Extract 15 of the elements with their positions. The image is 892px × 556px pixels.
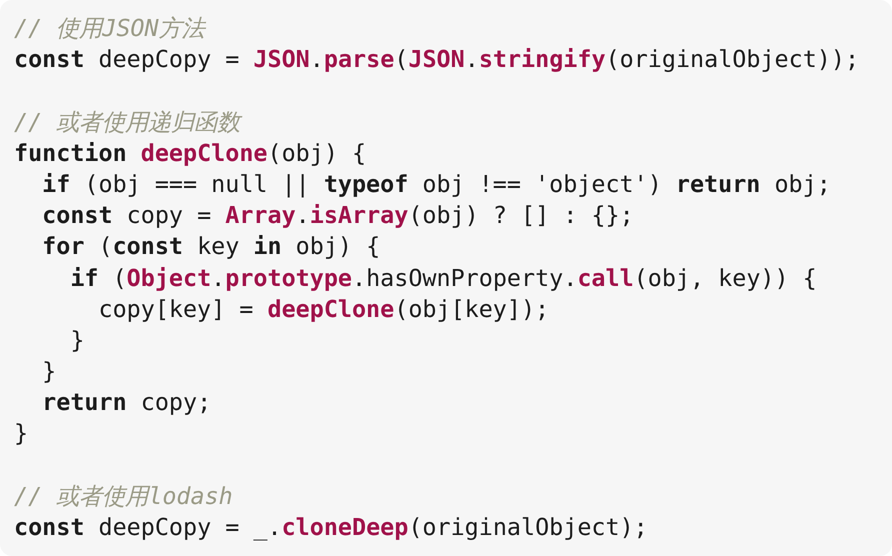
code-line: if (obj === null || typeof obj !== 'object') return obj; xyxy=(42,168,831,200)
code-line: } xyxy=(14,418,28,450)
code-line: const copy = Array.isArray(obj) ? [] : {}; xyxy=(42,200,634,232)
code-line: if (Object.prototype.hasOwnProperty.call(obj, key)) { xyxy=(70,262,817,294)
code-line: return copy; xyxy=(42,387,212,418)
code-line: copy[key] = deepClone(obj[key]); xyxy=(98,294,550,325)
code-comment: // 或者使用递归函数 xyxy=(14,106,240,138)
code-line: } xyxy=(42,356,56,388)
code-line: function deepClone(obj) { xyxy=(14,138,366,169)
code-line: for (const key in obj) { xyxy=(42,231,380,262)
code-line: const deepCopy = _.cloneDeep(originalObject); xyxy=(14,512,648,543)
code-comment: // 或者使用lodash xyxy=(14,480,233,512)
code-comment: // 使用JSON方法 xyxy=(14,13,205,44)
code-line: const deepCopy = JSON.parse(JSON.stringify(originalObject)); xyxy=(14,44,860,76)
code-line: } xyxy=(70,324,84,356)
